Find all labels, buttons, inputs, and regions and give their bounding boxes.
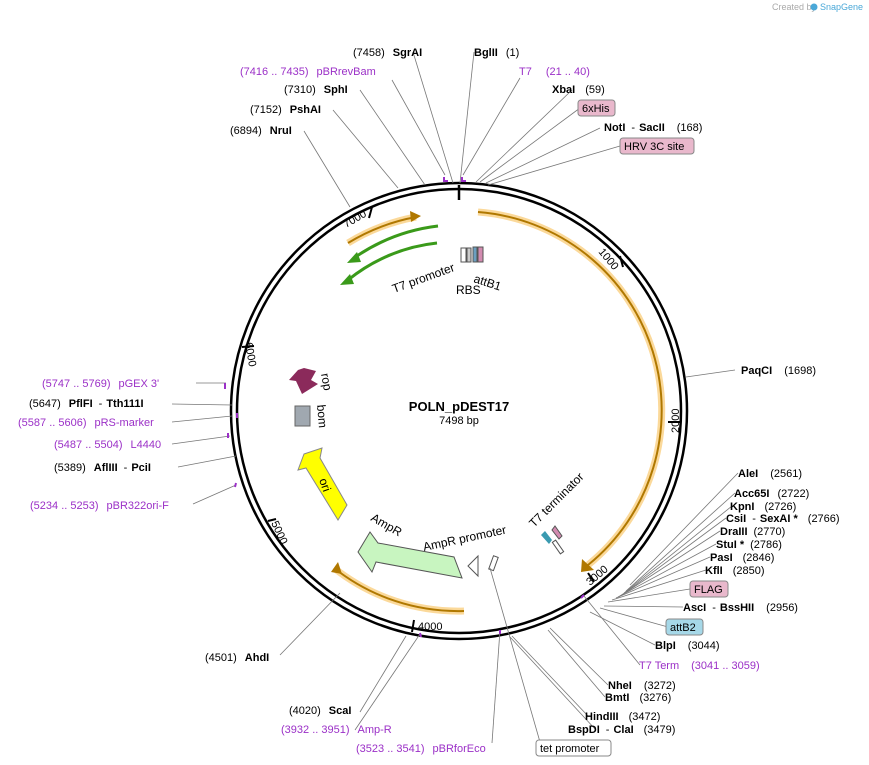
tick-5000	[267, 518, 277, 522]
box-hrv3c-label: HRV 3C site	[624, 141, 684, 153]
ori-label: ori	[316, 476, 334, 493]
site-scai: (4020)ScaI	[289, 705, 351, 717]
rop-arrow	[289, 368, 318, 394]
orf-4000	[333, 567, 465, 613]
site-paqci: PaqCI(1698)	[741, 365, 816, 377]
primer-pbr322ori-f: (5234 .. 5253)pBR322ori-F	[30, 500, 169, 512]
rop-label: rop	[318, 372, 335, 392]
site-hindiii: HindIII(3472)	[585, 711, 660, 723]
tick-label-7000: 7000	[342, 208, 369, 231]
rbs-label: RBS	[456, 283, 481, 297]
tick-7000	[368, 206, 373, 219]
site-bspdi-clai: BspDI-ClaI(3479)	[568, 724, 675, 736]
site-alei: AleI(2561)	[738, 468, 802, 480]
t7-terminator-label: T7 terminator	[526, 470, 586, 530]
primer-pbrforeco: (3523 .. 3541)pBRforEco	[356, 743, 486, 755]
box-6xhis-label: 6xHis	[582, 103, 610, 115]
box-6xhis	[577, 99, 616, 117]
plasmid-name: POLN_pDEST17	[409, 399, 509, 414]
tick-label-4000: 4000	[418, 621, 442, 633]
green-arrow-1-head	[347, 252, 361, 263]
site-nrui: (6894)NruI	[230, 125, 292, 137]
site-kfli: KflI(2850)	[705, 565, 765, 577]
bom-label: bom	[314, 404, 330, 428]
site-bmti: BmtI(3276)	[605, 692, 671, 704]
credit-brand: SnapGene	[820, 2, 863, 12]
site-draiii: DraIII(2770)	[720, 526, 785, 538]
orf-4000-arrowhead	[331, 562, 342, 574]
site-csii-sexai: CsiI-SexAI *(2766)	[726, 513, 840, 525]
backbone	[229, 181, 689, 641]
primer-pbrrevbam: (7416 .. 7435)pBRrevBam	[240, 66, 376, 78]
ori-arrow	[297, 447, 348, 521]
orf-arcs	[331, 208, 666, 615]
t7-promoter-box	[460, 247, 467, 263]
box-attb2	[665, 618, 704, 636]
green-arrow-2	[347, 241, 438, 282]
site-sphi: (7310)SphI	[284, 84, 348, 96]
site-pflfi-tth111i: (5647)PflFI-Tth111I	[29, 398, 144, 410]
bom-box	[294, 405, 311, 427]
box-tet-promoter-label: tet promoter	[540, 743, 600, 755]
t7-promoter-label: T7 promoter	[390, 260, 456, 296]
site-nhei: NheI(3272)	[608, 680, 676, 692]
primer-amp-r: (3932 .. 3951)Amp-R	[281, 724, 392, 736]
poln-orf	[477, 211, 663, 566]
tet-promoter-mark	[488, 555, 499, 572]
box-hrv3c	[619, 137, 695, 155]
site-acc65i: Acc65I(2722)	[734, 488, 809, 500]
his-tag-box	[472, 246, 478, 263]
site-afliii-pcii: (5389)AflIII-PciI	[54, 462, 151, 474]
site-pshai: (7152)PshAI	[250, 104, 321, 116]
tick-6000	[241, 345, 255, 348]
box-attb2-label: attB2	[670, 622, 696, 634]
site-stui: StuI *(2786)	[716, 539, 782, 551]
leader-lines	[171, 51, 739, 744]
primer-pgex-3: (5747 .. 5769)pGEX 3'	[42, 378, 159, 390]
restriction-sites: BglII(1) (7458)SgrAI XbaI(59) (7310)SphI…	[29, 47, 840, 736]
site-pasi: PasI(2846)	[710, 552, 774, 564]
flag-mark	[551, 539, 565, 555]
ampr-promoter-arrow	[467, 554, 479, 578]
plasmid-length: 7498 bp	[439, 415, 479, 427]
attb1-box	[477, 246, 484, 263]
green-arrow-1	[353, 224, 439, 260]
primer-labels: (7416 .. 7435)pBRrevBam T7(21 .. 40) T7 …	[18, 66, 760, 755]
inner-features	[289, 246, 565, 579]
site-asci-bsshii: AscI-BssHII(2956)	[683, 602, 798, 614]
primer-ticks	[224, 177, 585, 638]
site-kpni: KpnI(2726)	[730, 501, 796, 513]
site-noti-sacii: NotI-SacII(168)	[604, 122, 702, 134]
poln-orf-arrowhead	[581, 559, 594, 572]
primer-t7: T7(21 .. 40)	[519, 66, 590, 78]
credit-prefix: Created by	[772, 2, 817, 12]
ampr-promoter-label: AmpR promoter	[422, 523, 508, 554]
site-xbai: XbaI(59)	[552, 84, 605, 96]
rbs-box	[466, 247, 472, 263]
attb2-mark	[551, 525, 563, 540]
box-flag	[689, 580, 729, 598]
tick-1000	[619, 255, 624, 268]
ampr-arrow	[357, 531, 463, 579]
t7-terminator-mark	[541, 531, 552, 544]
green-arrow-2-head	[340, 274, 354, 285]
orf-7000-arrowhead	[410, 211, 421, 222]
ampr-label: AmpR	[369, 510, 405, 539]
primer-l4440: (5487 .. 5504)L4440	[54, 439, 161, 451]
site-blpi: BlpI(3044)	[655, 640, 720, 652]
tick-label-6000: 6000	[242, 341, 258, 367]
box-tet-promoter	[535, 739, 612, 757]
boxed-features: 6xHis HRV 3C site FLAG attB2 tet promote…	[535, 99, 729, 757]
site-ahdi: (4501)AhdI	[205, 652, 269, 664]
primer-t7-term: T7 Term(3041 .. 3059)	[639, 660, 760, 672]
box-flag-label: FLAG	[694, 584, 723, 596]
site-bglii: BglII(1)	[474, 47, 519, 59]
tick-3000	[587, 572, 595, 583]
site-sgrai: (7458)SgrAI	[353, 47, 422, 59]
primer-prs-marker: (5587 .. 5606)pRS-marker	[18, 417, 154, 429]
snapgene-logo-icon	[810, 3, 818, 11]
tick-label-2000: 2000	[670, 409, 682, 433]
tick-4000	[411, 619, 415, 633]
